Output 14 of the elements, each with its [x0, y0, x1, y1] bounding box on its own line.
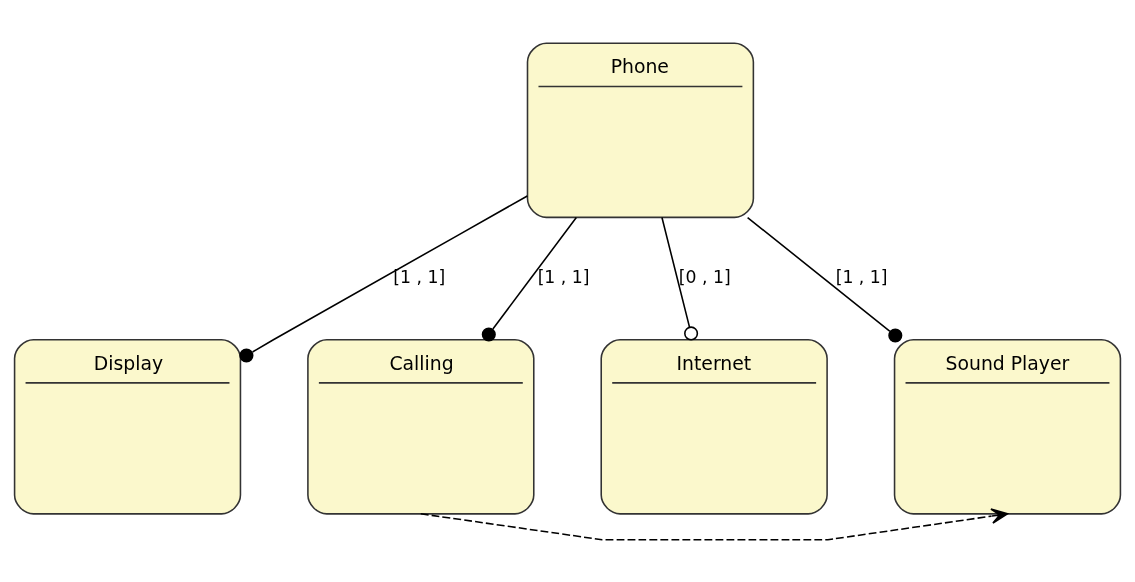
connector: [661, 216, 699, 340]
edge-label: [1 , 1]: [393, 266, 446, 287]
edge-label: [1 , 1]: [537, 266, 590, 287]
edge-label: [0 , 1]: [678, 266, 731, 287]
connector: [239, 194, 529, 363]
edge-label: [1 , 1]: [835, 266, 888, 287]
node-box: Sound Player: [893, 338, 1122, 515]
node-box: Phone: [526, 42, 755, 218]
connector: [481, 216, 578, 342]
arrow: [420, 507, 1009, 540]
connector: [746, 216, 903, 343]
node-box: Calling: [307, 338, 535, 515]
node-box: Display: [13, 338, 242, 515]
node-box: Internet: [600, 338, 828, 515]
